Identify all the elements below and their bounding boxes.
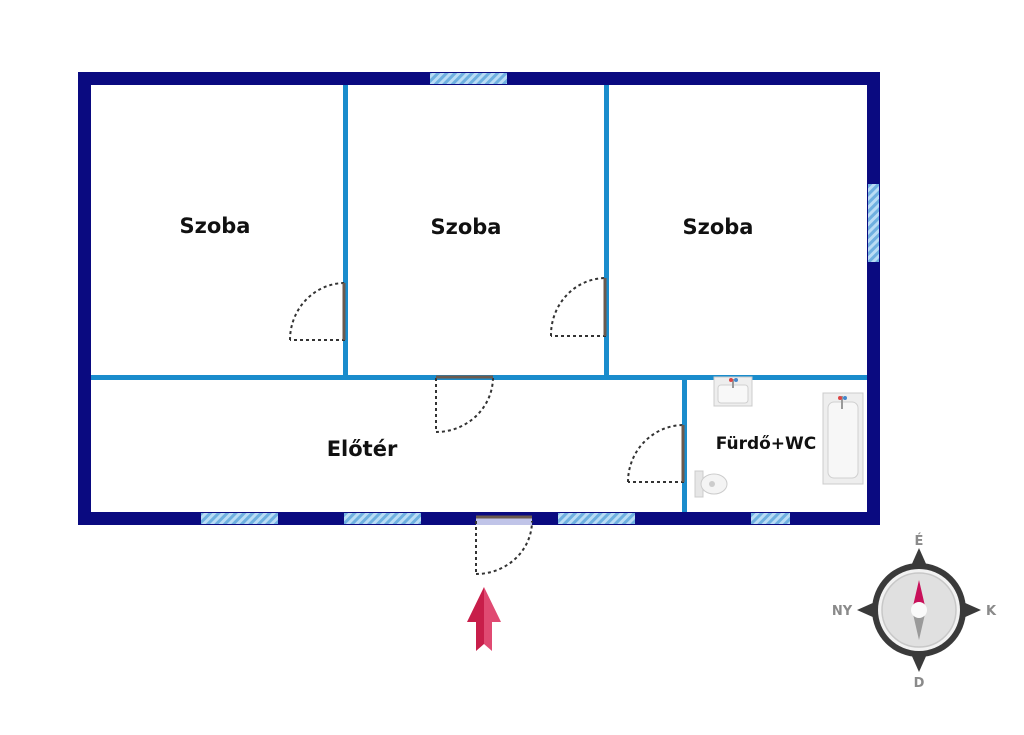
door-hall [435, 375, 494, 433]
room-label: Előtér [327, 437, 398, 461]
sink-icon [713, 376, 753, 407]
window [344, 513, 421, 524]
entrance-arrow-icon [467, 587, 501, 651]
room-label: Szoba [431, 215, 502, 239]
door-room-2 [549, 277, 607, 337]
room-label: Fürdő+WC [716, 434, 817, 454]
outer-walls [78, 72, 880, 525]
bathtub-icon [822, 392, 864, 485]
room-label: Szoba [683, 215, 754, 239]
doors [289, 277, 685, 575]
compass-south-label: D [914, 676, 925, 691]
room-label: Szoba [180, 214, 251, 238]
toilet-icon [694, 470, 728, 498]
compass-north-label: É [915, 533, 924, 549]
door-bathroom [627, 424, 685, 483]
compass-icon: É D K NY [832, 533, 997, 691]
compass-west-label: NY [832, 604, 853, 619]
window [751, 513, 790, 524]
window [201, 513, 278, 524]
window [430, 73, 507, 84]
door-room-1 [289, 282, 346, 341]
window [558, 513, 635, 524]
windows [201, 73, 879, 524]
compass-east-label: K [986, 604, 997, 619]
door-entrance [475, 515, 533, 575]
window [868, 184, 879, 262]
